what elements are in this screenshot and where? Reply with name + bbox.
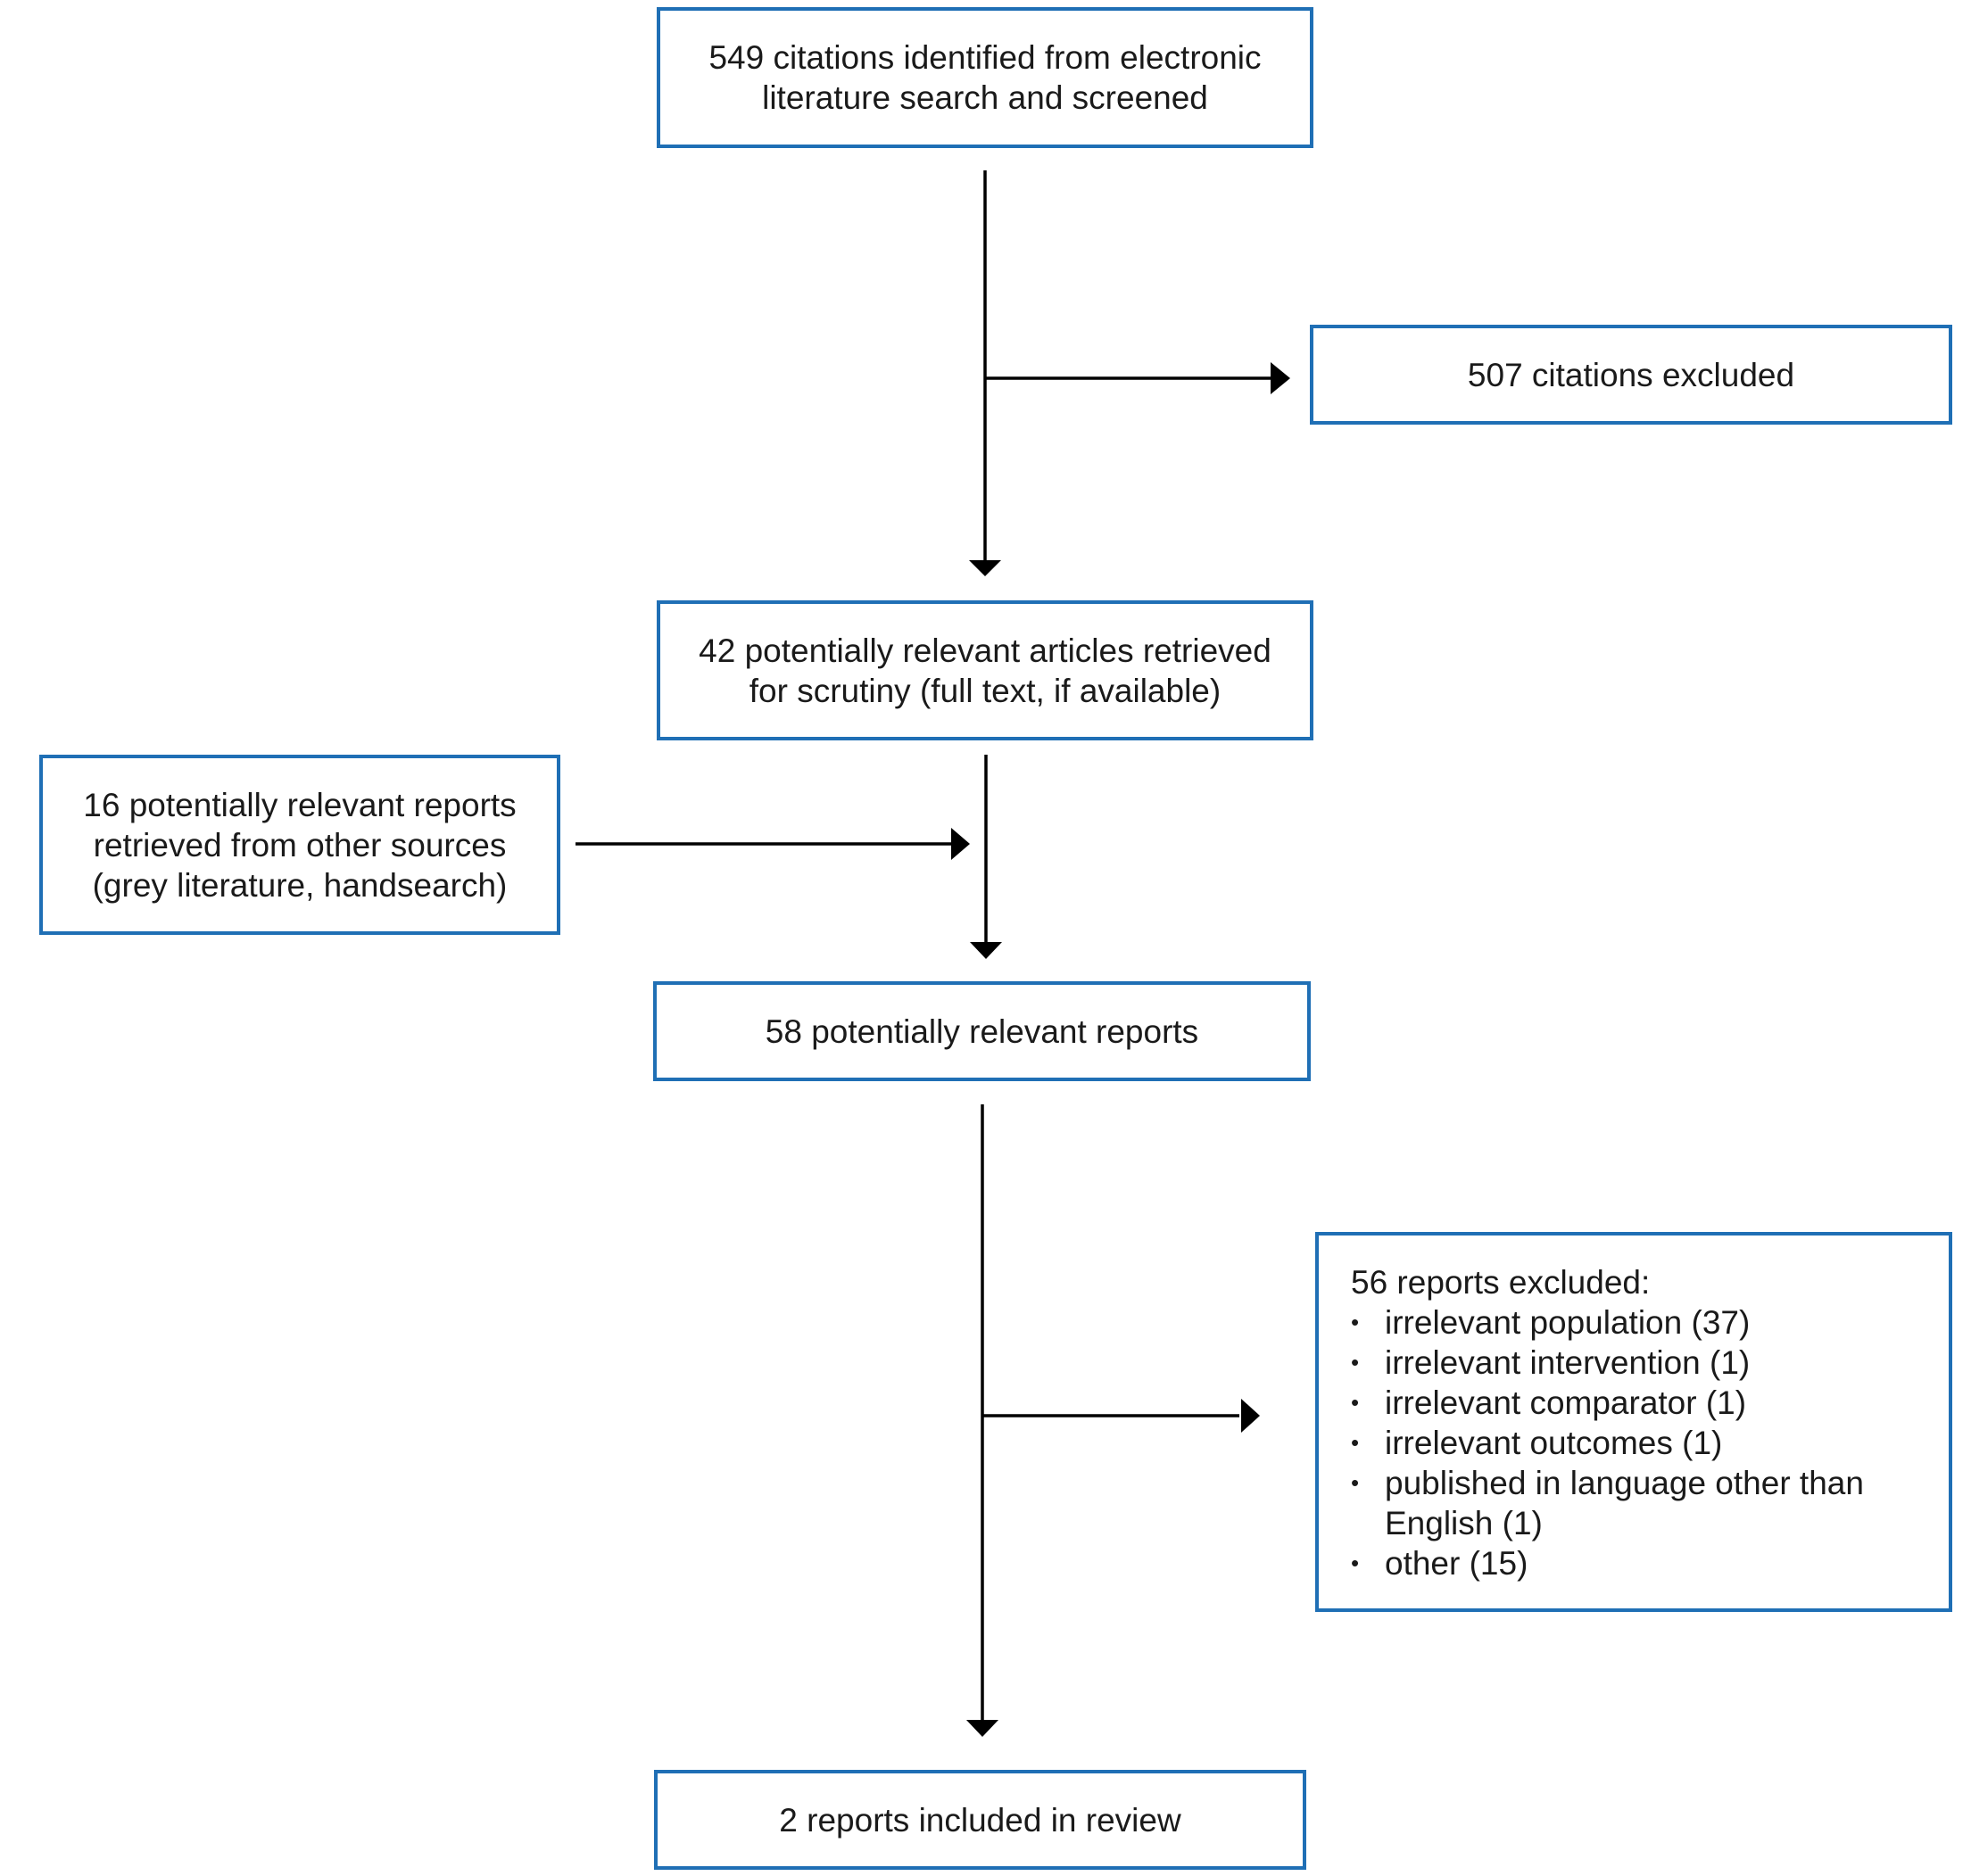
bullet-icon: • [1351,1349,1360,1376]
exclusion-reason-text: published in language other than English… [1385,1465,1864,1541]
bullet-icon: • [1351,1309,1360,1335]
other-sources-line-1: 16 potentially relevant reports [83,786,517,823]
identified-line-1: 549 citations identified from electronic [708,39,1262,76]
potentially-relevant-box: 58 potentially relevant reports [653,981,1311,1081]
excluded-citations-label: 507 citations excluded [1467,356,1795,393]
included-label: 2 reports included in review [779,1801,1181,1839]
exclusion-reason: • irrelevant comparator (1) [1351,1383,1884,1423]
retrieved-box: 42 potentially relevant articles retriev… [657,600,1313,740]
identified-line-2: literature search and screened [762,79,1208,116]
excluded-citations-box: 507 citations excluded [1310,325,1952,425]
exclusion-reason-text: other (15) [1385,1545,1528,1582]
excluded-reports-box: 56 reports excluded: • irrelevant populat… [1315,1232,1952,1612]
other-sources-box: 16 potentially relevant reports retrieve… [39,755,560,935]
bullet-icon: • [1351,1389,1360,1416]
other-sources-line-2: retrieved from other sources [93,826,507,864]
bullet-icon: • [1351,1429,1360,1456]
arrowhead-retrieved [969,560,1001,576]
arrowhead-excluded-reports [1241,1399,1260,1433]
arrowhead-other-sources [951,828,970,860]
exclusion-reason: • irrelevant population (37) [1351,1302,1884,1343]
exclusion-reasons-list: • irrelevant population (37) • irrelevant … [1351,1302,1884,1583]
arrowhead-excluded-citations [1271,362,1290,394]
exclusion-reason-text: irrelevant comparator (1) [1385,1384,1747,1421]
excluded-reports-title: 56 reports excluded: [1351,1264,1651,1301]
other-sources-line-3: (grey literature, handsearch) [92,866,508,904]
retrieved-line-2: for scrutiny (full text, if available) [749,672,1222,709]
potentially-relevant-label: 58 potentially relevant reports [765,1012,1199,1050]
exclusion-reason-text: irrelevant intervention (1) [1385,1344,1751,1381]
exclusion-reason-text: irrelevant outcomes (1) [1385,1425,1723,1461]
identified-box: 549 citations identified from electronic… [657,7,1313,148]
included-box: 2 reports included in review [654,1770,1306,1870]
arrowhead-potentially-relevant [970,942,1002,959]
exclusion-reason-text: irrelevant population (37) [1385,1304,1751,1341]
arrowhead-included [966,1720,998,1737]
bullet-icon: • [1351,1550,1360,1576]
exclusion-reason: • irrelevant intervention (1) [1351,1343,1884,1383]
bullet-icon: • [1351,1469,1360,1496]
exclusion-reason: • other (15) [1351,1543,1884,1583]
retrieved-line-1: 42 potentially relevant articles retriev… [699,632,1271,669]
exclusion-reason: • published in language other than Englis… [1351,1463,1884,1543]
exclusion-reason: • irrelevant outcomes (1) [1351,1423,1884,1463]
